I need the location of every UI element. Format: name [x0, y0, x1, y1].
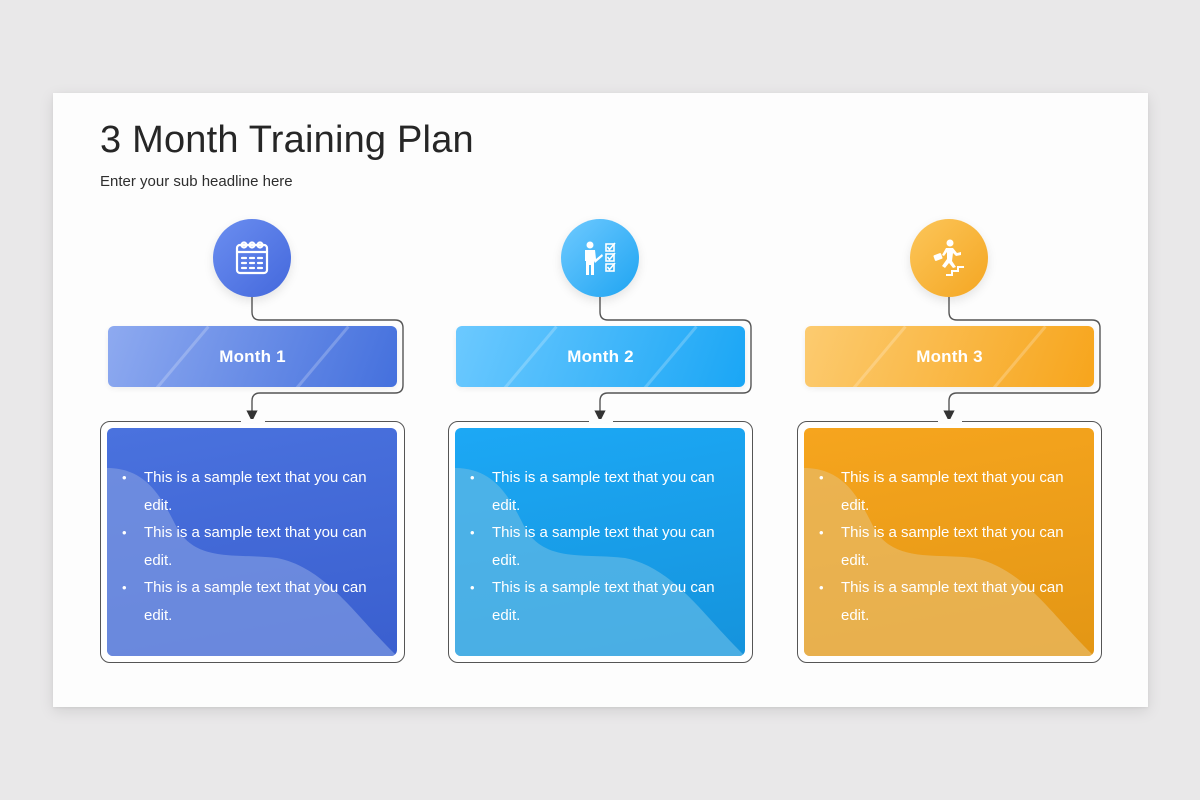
month-3-column: Month 3 This is a sample text that you c…	[797, 93, 1103, 707]
list-item: This is a sample text that you can edit.	[121, 519, 381, 574]
calendar-icon	[235, 241, 269, 275]
list-item: This is a sample text that you can edit.	[469, 464, 729, 519]
month-2-header[interactable]: Month 2	[456, 326, 745, 387]
month-1-column: Month 1 This is a sample text that you c…	[100, 93, 406, 707]
month-3-bullet-list: This is a sample text that you can edit.…	[818, 464, 1078, 629]
month-1-bullet-list: This is a sample text that you can edit.…	[121, 464, 381, 629]
month-2-label: Month 2	[567, 346, 634, 366]
sub-headline: Enter your sub headline here	[100, 173, 293, 190]
month-1-header[interactable]: Month 1	[108, 326, 397, 387]
month-2-icon-circle	[561, 219, 639, 297]
month-2-column: Month 2 This is a sample text that you c…	[448, 93, 754, 707]
list-item: This is a sample text that you can edit.	[469, 574, 729, 629]
climbing-stairs-icon	[933, 239, 964, 276]
month-3-icon-circle	[910, 219, 988, 297]
page-title: 3 Month Training Plan	[100, 119, 474, 161]
month-2-bullet-list: This is a sample text that you can edit.…	[469, 464, 729, 629]
month-2-content-box: This is a sample text that you can edit.…	[455, 428, 745, 656]
list-item: This is a sample text that you can edit.	[469, 519, 729, 574]
list-item: This is a sample text that you can edit.	[818, 464, 1078, 519]
list-item: This is a sample text that you can edit.	[818, 574, 1078, 629]
month-3-label: Month 3	[916, 346, 983, 366]
list-item: This is a sample text that you can edit.	[121, 464, 381, 519]
month-1-content-box: This is a sample text that you can edit.…	[107, 428, 397, 656]
presenter-checklist-icon	[585, 241, 616, 275]
month-3-header[interactable]: Month 3	[805, 326, 1094, 387]
month-1-icon-circle	[213, 219, 291, 297]
slide: 3 Month Training Plan Enter your sub hea…	[53, 93, 1148, 707]
month-1-label: Month 1	[219, 346, 286, 366]
month-3-content-box: This is a sample text that you can edit.…	[804, 428, 1094, 656]
list-item: This is a sample text that you can edit.	[818, 519, 1078, 574]
list-item: This is a sample text that you can edit.	[121, 574, 381, 629]
